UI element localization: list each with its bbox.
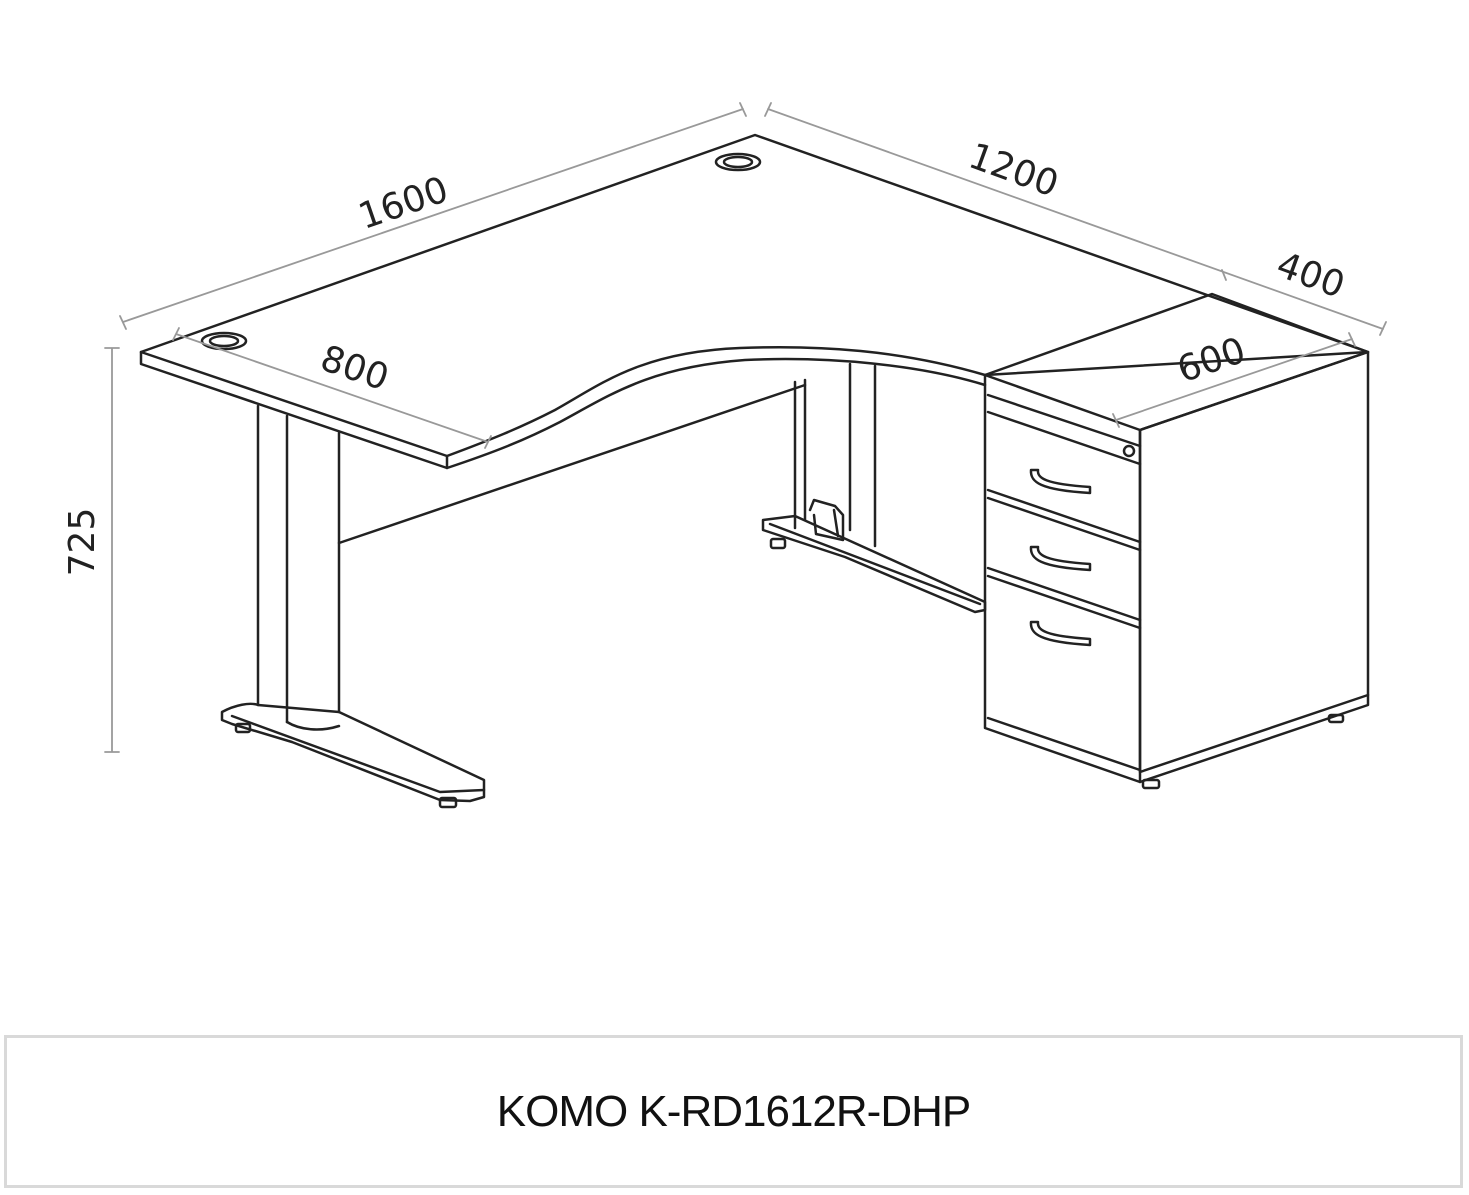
drawer-handle-3 — [1029, 620, 1092, 647]
grommet-left — [200, 331, 248, 351]
rear-foot — [761, 514, 987, 614]
rear-leg — [793, 362, 877, 548]
desk-drawing: 1600 1200 400 800 600 725 — [62, 102, 1387, 809]
dim-line-725 — [104, 347, 120, 753]
dim-label-1600: 1600 — [354, 169, 454, 238]
pedestal-side — [1138, 350, 1370, 774]
desktop-top — [139, 133, 1370, 458]
drawer-handle-1 — [1029, 468, 1092, 495]
pedestal-front — [983, 373, 1142, 784]
dim-label-800: 800 — [315, 338, 393, 399]
desktop-edge — [139, 350, 449, 470]
drawer-top — [986, 393, 1142, 772]
product-code: KOMO K-RD1612R-DHP — [496, 1086, 971, 1136]
drawer-handle-2 — [1029, 545, 1092, 572]
grommet-right — [714, 152, 762, 172]
left-foot — [220, 702, 486, 803]
left-leg — [256, 404, 341, 724]
dim-label-725: 725 — [62, 508, 103, 577]
dim-label-600: 600 — [1172, 330, 1250, 391]
dim-line-600 — [1112, 332, 1356, 428]
dim-label-1200: 1200 — [963, 136, 1063, 206]
dim-line-1600 — [119, 102, 747, 330]
dim-line-1200-400 — [764, 102, 1387, 336]
caption-box: KOMO K-RD1612R-DHP — [4, 1035, 1463, 1188]
dim-label-400: 400 — [1271, 245, 1350, 307]
dim-line-800 — [172, 327, 492, 449]
